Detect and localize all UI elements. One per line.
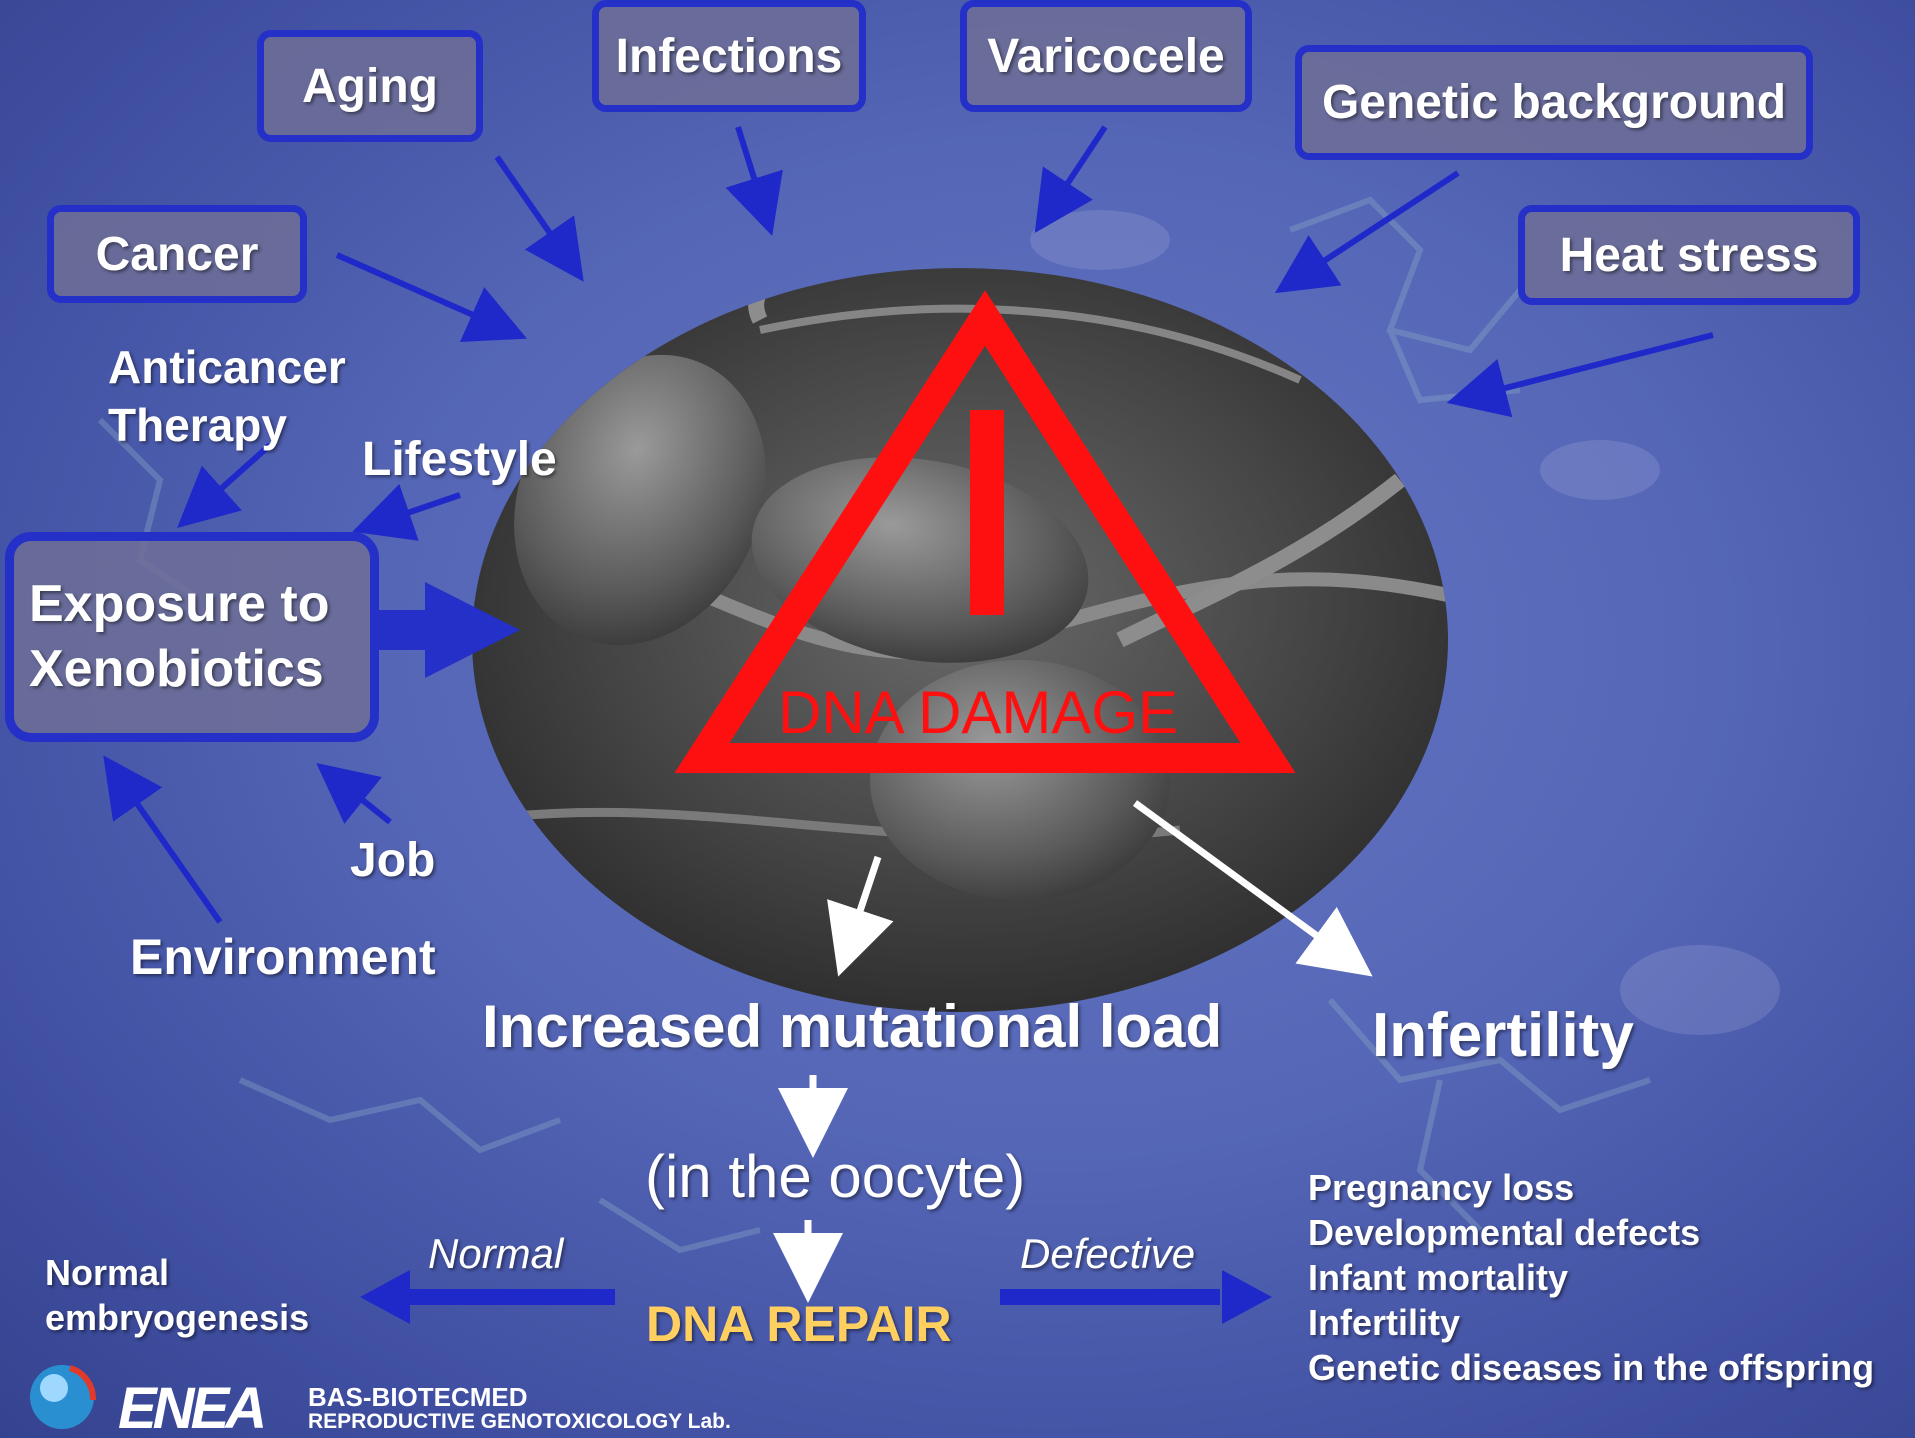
anticancer-line1: Anticancer: [108, 338, 346, 396]
exposure-line2: Xenobiotics: [29, 637, 324, 702]
lab-name-line2: REPRODUCTIVE GENOTOXICOLOGY Lab.: [308, 1410, 731, 1434]
exposure-box: Exposure to Xenobiotics: [5, 532, 379, 742]
exposure-line1: Exposure to: [29, 572, 330, 637]
defect-item: Pregnancy loss: [1308, 1165, 1874, 1210]
enea-logo-icon: ENEA: [30, 1365, 263, 1438]
varicocele-box: Varicocele: [960, 0, 1252, 112]
infections-box: Infections: [592, 0, 866, 112]
defect-list: Pregnancy loss Developmental defects Inf…: [1308, 1165, 1874, 1390]
dna-damage-label: DNA DAMAGE: [778, 678, 1178, 747]
cancer-box: Cancer: [47, 205, 307, 303]
defective-label: Defective: [1020, 1230, 1195, 1278]
normal-embryogenesis-line1: Normal: [45, 1250, 309, 1295]
defect-item: Infant mortality: [1308, 1255, 1874, 1300]
genetic-background-box: Genetic background: [1295, 45, 1813, 160]
mutational-load-label: Increased mutational load: [482, 992, 1222, 1061]
heat-stress-box: Heat stress: [1518, 205, 1860, 305]
environment-label: Environment: [130, 928, 436, 986]
micrograph-oval: [468, 258, 1470, 1012]
aging-box: Aging: [257, 30, 483, 142]
dna-repair-label: DNA REPAIR: [646, 1295, 952, 1353]
normal-embryogenesis-label: Normal embryogenesis: [45, 1250, 309, 1340]
normal-embryogenesis-line2: embryogenesis: [45, 1295, 309, 1340]
normal-label: Normal: [428, 1230, 563, 1278]
anticancer-line2: Therapy: [108, 396, 346, 454]
defect-item: Infertility: [1308, 1300, 1874, 1345]
oocyte-label: (in the oocyte): [645, 1142, 1025, 1211]
lifestyle-label: Lifestyle: [362, 432, 557, 487]
enea-logo-text: ENEA: [118, 1376, 263, 1438]
lab-name-line1: BAS-BIOTECMED: [308, 1382, 528, 1413]
infertility-label: Infertility: [1372, 1000, 1634, 1071]
job-label: Job: [350, 833, 435, 888]
anticancer-therapy-label: Anticancer Therapy: [108, 338, 346, 454]
defect-item: Genetic diseases in the offspring: [1308, 1345, 1874, 1390]
defect-item: Developmental defects: [1308, 1210, 1874, 1255]
